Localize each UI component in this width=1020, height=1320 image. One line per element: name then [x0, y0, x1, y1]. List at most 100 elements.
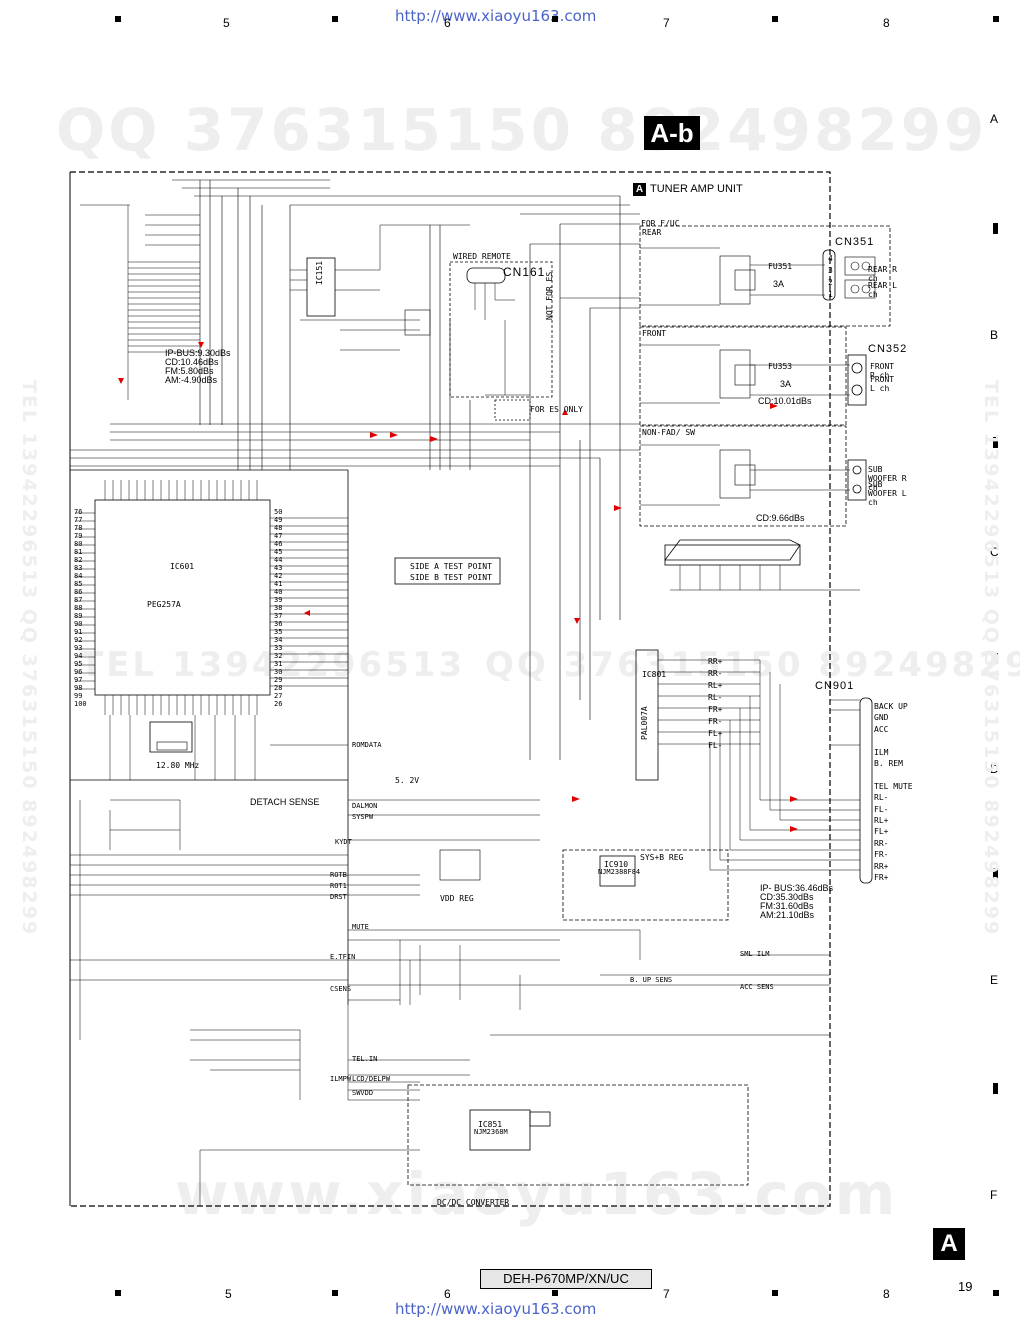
- connector-label: CN352: [868, 343, 908, 355]
- ic-label: IC801: [642, 670, 667, 679]
- row-letter: B: [990, 328, 999, 342]
- watermark-tel: TEL 13942296513: [80, 645, 466, 685]
- fuse-rating: 3A: [780, 379, 792, 389]
- column-number: 7: [663, 1287, 670, 1301]
- block-label: REAR: [642, 228, 662, 237]
- signal-label: LCD/DELPW: [352, 1075, 390, 1083]
- test-point-label: SIDE A TEST POINT: [410, 562, 492, 571]
- registration-mark: [993, 16, 999, 22]
- column-number: 8: [883, 16, 890, 30]
- level-note: IP-BUS:9.30dBs: [165, 348, 231, 358]
- model-number: DEH-P670MP/XN/UC: [480, 1269, 652, 1289]
- registration-mark: [552, 16, 558, 22]
- column-number: 6: [444, 16, 451, 30]
- row-letter: D: [990, 762, 999, 776]
- fuse-rating: 3A: [773, 279, 785, 289]
- ic-part: NJM2368M: [474, 1128, 508, 1136]
- signal-label: E.TFIN: [330, 953, 356, 961]
- footer-url[interactable]: http://www.xiaoyu163.com: [395, 1300, 597, 1318]
- level-note: FM:5.80dBs: [165, 366, 214, 376]
- sheet-tag: A-b: [644, 116, 700, 150]
- ic-part: NJM2388F84: [598, 868, 641, 876]
- signal-label: ACC SENS: [740, 983, 774, 991]
- level-note-group: IP- BUS:36.46dBs CD:35.30dBs FM:31.60dBs…: [760, 884, 833, 920]
- ic-label: IC151: [315, 260, 324, 285]
- column-number: 7: [663, 16, 670, 30]
- row-letter: A: [990, 112, 999, 126]
- pin-number: 2: [828, 278, 833, 287]
- ic-label: IC910: [604, 860, 629, 869]
- signal-label: SWVDD: [352, 1089, 374, 1097]
- registration-mark: [332, 16, 338, 22]
- signal-label: KYDT: [335, 838, 352, 846]
- watermark-qq: QQ 376315150 892498299: [56, 96, 988, 164]
- block-label: FOR ES ONLY: [530, 405, 583, 414]
- ic-part: PEG257A: [147, 600, 181, 609]
- block-label: FRONT: [642, 329, 667, 338]
- signal-label: ROTB: [330, 871, 347, 879]
- ic-part: PAL007A: [640, 706, 649, 740]
- level-note: CD:10.46dBs: [165, 357, 219, 367]
- fuse-label: FU353: [768, 362, 793, 371]
- registration-mark: [115, 16, 121, 22]
- output-label: REAR R ch: [868, 265, 897, 283]
- level-note: AM:21.10dBs: [760, 910, 815, 920]
- registration-mark: [993, 653, 998, 664]
- header-url[interactable]: http://www.xiaoyu163.com: [395, 7, 597, 25]
- block-label: FOR F/UC: [641, 219, 680, 228]
- unit-title: TUNER AMP UNIT: [650, 183, 743, 195]
- signal-label: TEL.IN: [352, 1055, 378, 1063]
- signal-label: B. UP SENS: [630, 976, 673, 984]
- registration-mark: [772, 1290, 778, 1296]
- page-number: 19: [958, 1279, 973, 1294]
- block-label: VDD REG: [440, 894, 474, 903]
- registration-mark: [552, 1290, 558, 1296]
- signal-label: ROMDATA: [352, 741, 382, 749]
- level-note: CD:35.30dBs: [760, 892, 814, 902]
- registration-mark: [993, 1290, 999, 1296]
- row-letter: F: [990, 1188, 998, 1202]
- registration-mark: [993, 1083, 998, 1094]
- block-label: WIRED REMOTE: [453, 252, 511, 261]
- connector-label: CN351: [835, 236, 875, 248]
- signal-label: CSENS: [330, 985, 352, 993]
- row-letter: E: [990, 973, 999, 987]
- signal-label: ILMPW: [330, 1075, 352, 1083]
- column-number: 6: [444, 1287, 451, 1301]
- ic-label: IC851: [478, 1120, 503, 1129]
- watermark-qq: QQ 376315150 892498299: [485, 645, 1020, 685]
- section-letter: A: [933, 1228, 965, 1260]
- fuse-label: FU351: [768, 262, 793, 271]
- level-note: FM:31.60dBs: [760, 901, 814, 911]
- ic-label: IC601: [170, 562, 195, 571]
- pin-number: 4: [828, 254, 833, 263]
- signal-label: ROT1: [330, 882, 347, 890]
- registration-mark: [772, 16, 778, 22]
- signal-label: SML ILM: [740, 950, 770, 958]
- column-number: 5: [223, 16, 230, 30]
- crystal-label: 12.80 MHz: [156, 761, 200, 770]
- signal-label: DALMON: [352, 802, 378, 810]
- signal-label: MUTE: [352, 923, 369, 931]
- signal-label: DRST: [330, 893, 347, 901]
- pin-number: 3: [828, 266, 833, 275]
- block-label: DETACH SENSE: [250, 797, 320, 807]
- block-label: DC/DC CONVERTER: [437, 1198, 510, 1207]
- output-label: SUB WOOFER R ch: [868, 465, 907, 492]
- registration-mark: [993, 223, 998, 234]
- output-label: FRONT L ch: [870, 375, 895, 393]
- unit-marker: A: [633, 183, 646, 196]
- signal-label: 5. 2V: [395, 776, 420, 785]
- level-note: CD:10.01dBs: [758, 396, 812, 406]
- registration-mark: [993, 437, 998, 448]
- level-note-group: IP-BUS:9.30dBs CD:10.46dBs FM:5.80dBs AM…: [165, 349, 231, 385]
- output-label: FRONT R ch: [870, 362, 895, 380]
- level-note: CD:9.66dBs: [756, 513, 805, 523]
- block-label: NOT FOR ES: [545, 271, 554, 320]
- test-point-label: SIDE B TEST POINT: [410, 573, 492, 582]
- column-number: 8: [883, 1287, 890, 1301]
